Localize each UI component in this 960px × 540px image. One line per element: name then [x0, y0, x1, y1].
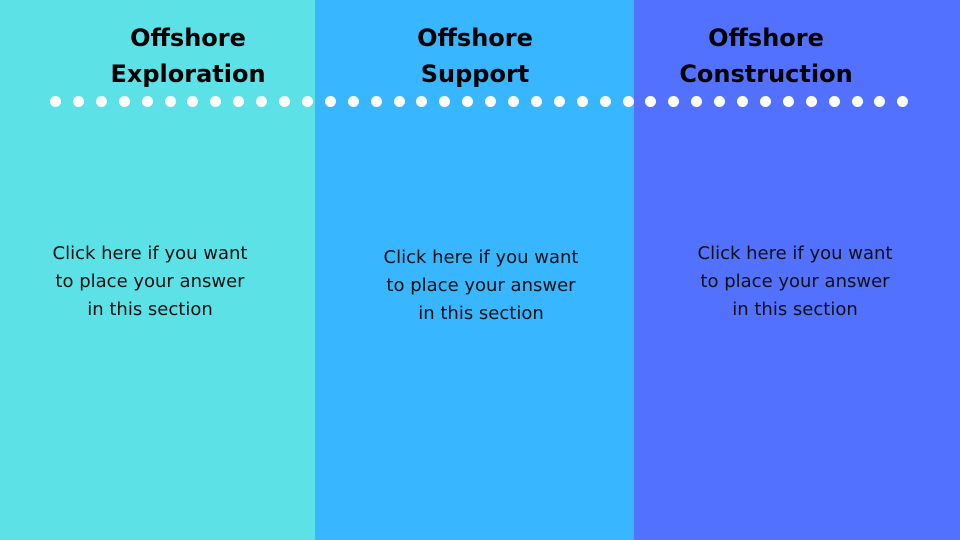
panel-offshore-support[interactable]: Offshore Support Click here if you want …: [315, 0, 634, 540]
divider-dot: [187, 96, 199, 107]
divider-dot: [553, 96, 565, 107]
divider-dot: [599, 96, 611, 107]
divider-dot: [118, 96, 130, 107]
answer-line: to place your answer: [386, 275, 576, 296]
divider-dot: [72, 96, 84, 107]
divider-dot: [714, 96, 726, 107]
divider-dot: [95, 96, 107, 107]
divider-dot: [897, 96, 909, 107]
divider-dot: [393, 96, 405, 107]
divider-dot: [874, 96, 886, 107]
divider-dot: [645, 96, 657, 107]
divider-dot: [279, 96, 290, 107]
divider-dot: [210, 96, 222, 107]
answer-prompt[interactable]: Click here if you want to place your ans…: [384, 244, 579, 328]
divider-dot: [324, 96, 336, 107]
heading-line: Support: [420, 60, 530, 88]
divider-dot: [508, 96, 519, 107]
answer-line: Click here if you want: [52, 243, 248, 264]
heading-line: Offshore: [417, 24, 533, 52]
heading-line: Offshore: [708, 24, 824, 52]
divider-dot: [485, 96, 497, 107]
answer-line: in this section: [87, 299, 213, 320]
answer-prompt[interactable]: Click here if you want to place your ans…: [698, 240, 893, 324]
divider-dot: [439, 96, 451, 107]
panel-offshore-exploration[interactable]: Offshore Exploration Click here if you w…: [0, 0, 315, 540]
divider-dot: [668, 96, 680, 107]
panel-offshore-construction[interactable]: Offshore Construction Click here if you …: [634, 0, 960, 540]
divider-dot: [462, 96, 474, 107]
divider-dot: [805, 96, 817, 107]
panel-heading: Offshore Exploration: [110, 20, 265, 92]
heading-line: Exploration: [110, 60, 266, 88]
divider-dot: [164, 96, 176, 107]
heading-line: Construction: [679, 60, 853, 88]
divider-dot: [50, 96, 61, 107]
divider-dot: [256, 96, 268, 107]
divider-dot: [622, 96, 634, 107]
panel-heading: Offshore Support: [417, 20, 533, 92]
divider-dot: [347, 96, 359, 107]
panel-heading: Offshore Construction: [679, 20, 852, 92]
divider-dot: [851, 96, 863, 107]
answer-line: in this section: [418, 303, 544, 324]
divider-dot: [416, 96, 428, 107]
divider-dot: [370, 96, 382, 107]
divider-dot: [782, 96, 794, 107]
answer-line: Click here if you want: [383, 247, 579, 268]
divider-dot: [141, 96, 153, 107]
answer-prompt[interactable]: Click here if you want to place your ans…: [53, 240, 248, 324]
divider-dot: [759, 96, 771, 107]
dotted-divider: [50, 96, 910, 108]
divider-dot: [233, 96, 245, 107]
divider-dot: [828, 96, 840, 107]
answer-line: in this section: [732, 299, 858, 320]
heading-line: Offshore: [130, 24, 246, 52]
divider-dot: [530, 96, 542, 107]
divider-dot: [301, 96, 313, 107]
answer-line: Click here if you want: [697, 243, 893, 264]
divider-dot: [691, 96, 703, 107]
answer-line: to place your answer: [55, 271, 245, 292]
divider-dot: [737, 96, 748, 107]
answer-line: to place your answer: [700, 271, 890, 292]
divider-dot: [576, 96, 588, 107]
